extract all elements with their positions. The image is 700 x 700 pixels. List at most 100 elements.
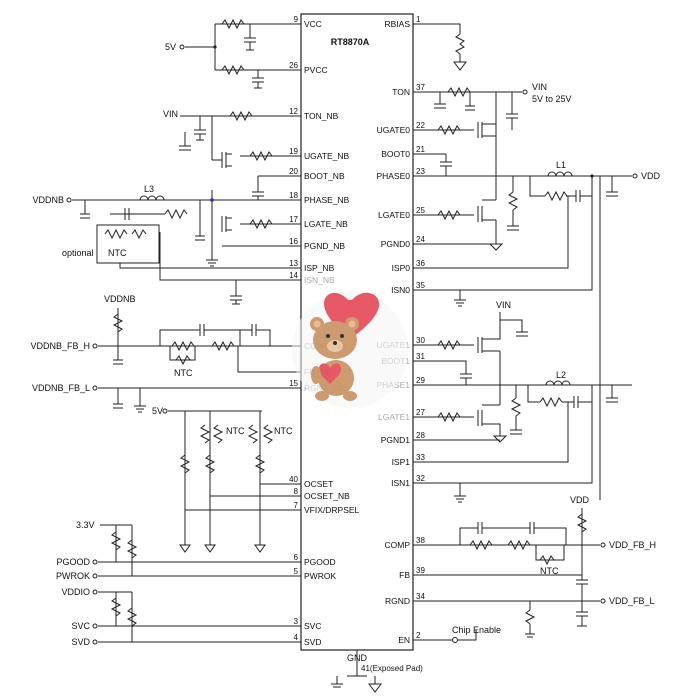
pin-number-rgnd: 34: [416, 592, 425, 601]
pin-number-pwrok: 5: [294, 567, 299, 576]
net-vin-nb: VIN: [163, 109, 178, 119]
pin-number-vfix-drpsel: 7: [294, 501, 299, 510]
pin-number-pgnd-nb: 16: [289, 237, 298, 246]
net-vdd-sense: VDD: [570, 495, 590, 505]
net-vddnb-sense: VDDNB: [104, 294, 136, 304]
net-3v3: 3.3V: [76, 520, 95, 530]
pin-number-ton-nb: 12: [289, 107, 298, 116]
nb-feedback-network: [98, 308, 301, 413]
terminal-5v-top: [179, 44, 185, 50]
net-vin-top: VIN: [532, 82, 547, 92]
pin-label-isn0: ISN0: [391, 285, 410, 295]
ntc-label-nb-fb: NTC: [174, 368, 193, 378]
vddnb-output-network: [72, 190, 301, 267]
pin-number-lgate0: 25: [416, 206, 425, 215]
chip-enable-label: Chip Enable: [452, 625, 501, 635]
terminal-vdd: [632, 173, 638, 179]
optional-ntc-box: [96, 224, 160, 264]
net-vin-range: 5V to 25V: [532, 94, 572, 104]
net-vddnb: VDDNB: [32, 195, 64, 205]
net-pgood: PGOOD: [56, 557, 90, 567]
ntc-label-ocset-nb: NTC: [274, 426, 293, 436]
pin-label-pvcc: PVCC: [304, 65, 328, 75]
pin-label-svd: SVD: [304, 637, 321, 647]
pin-label-pwrok: PWROK: [304, 571, 336, 581]
pin-number-isp0: 36: [416, 259, 425, 268]
pin-label-comp: COMP: [385, 540, 411, 550]
exposed-pad-label: 41(Exposed Pad): [361, 664, 423, 673]
pin-label-isn1: ISN1: [391, 478, 410, 488]
pin-label-isp0: ISP0: [392, 263, 411, 273]
pin-number-en: 2: [416, 631, 421, 640]
net-5v-top: 5V: [165, 42, 176, 52]
pin-label-ugate-nb: UGATE_NB: [304, 151, 350, 161]
terminal-vddnb-fb-l: [92, 385, 98, 391]
pin-label-rbias: RBIAS: [384, 19, 410, 29]
pin-label-lgate1: LGATE1: [378, 412, 410, 422]
pin-label-rgnd: RGND: [385, 596, 410, 606]
pin-number-isn1: 32: [416, 474, 425, 483]
pin-label-pgnd-nb: PGND_NB: [304, 241, 345, 251]
pin-label-isn-nb: ISN_NB: [304, 275, 335, 285]
pin-label-isp-nb: ISP_NB: [304, 263, 335, 273]
net-5v-mid: 5V: [152, 406, 163, 416]
net-vdd-fb-l: VDD_FB_L: [609, 596, 655, 606]
net-pwrok: PWROK: [56, 571, 90, 581]
pin-number-fb: 39: [416, 566, 425, 575]
terminal-vdd-fb-l: [600, 598, 606, 604]
pin-number-ugate-nb: 19: [289, 147, 298, 156]
pin-number-lgate1: 27: [416, 408, 425, 417]
net-vddio: VDDIO: [61, 587, 90, 597]
pin-label-ton-nb: TON_NB: [304, 111, 339, 121]
pin-label-phase0: PHASE0: [376, 171, 410, 181]
pin-label-vfix-drpsel: VFIX/DRPSEL: [304, 505, 360, 515]
pin-label-en: EN: [398, 635, 410, 645]
pin-number-isp-nb: 13: [289, 259, 298, 268]
net-l3: L3: [144, 184, 154, 194]
pin-label-pgnd1: PGND1: [381, 435, 411, 445]
pin-label-pgood: PGOOD: [304, 557, 336, 567]
pin-number-vcc: 9: [294, 15, 299, 24]
terminal-pwrok: [92, 573, 98, 579]
ntc-label-ocset: NTC: [226, 426, 245, 436]
terminal-vddnb-fb-h: [92, 343, 98, 349]
vin-input-network: [413, 86, 522, 160]
terminal-chip-enable: [452, 637, 458, 643]
pin-number-phase-nb: 18: [289, 191, 298, 200]
teddy-bear-watermark: [292, 292, 408, 408]
terminal-vin: [522, 89, 528, 95]
nb-high-side-network: [179, 110, 301, 168]
terminal-svd: [92, 639, 98, 645]
pin-number-isp1: 33: [416, 453, 425, 462]
terminal-vddnb: [66, 197, 72, 203]
net-vin-mid: VIN: [496, 300, 511, 310]
terminal-5v-mid: [162, 408, 168, 414]
ntc-label-optional: NTC: [108, 248, 127, 258]
optional-resistors: [104, 228, 147, 240]
nb-current-sense-lines: [119, 232, 301, 305]
pin-label-isp1: ISP1: [392, 457, 411, 467]
net-vddnb-fb-h: VDDNB_FB_H: [30, 341, 90, 351]
pin-number-ocset: 40: [289, 475, 298, 484]
ground-exposed-pad: [331, 650, 382, 693]
pin-label-ocset: OCSET: [304, 479, 333, 489]
pin-number-isn0: 35: [416, 281, 425, 290]
pin-number-pgnd0: 24: [416, 235, 425, 244]
pin-number-pvcc: 26: [289, 61, 298, 70]
ntc-label-vdd-fb: NTC: [540, 566, 559, 576]
pin-number-rgnd-nb: 15: [289, 379, 298, 388]
pin-label-boot0: BOOT0: [381, 149, 410, 159]
optional-label: optional: [62, 248, 94, 258]
rbias-resistor: [413, 23, 467, 71]
pin-number-boot1: 31: [416, 352, 425, 361]
ocset-divider-network: [168, 410, 301, 553]
pin-number-ocset-nb: 8: [294, 487, 299, 496]
net-vdd-fb-h: VDD_FB_H: [609, 540, 656, 550]
pin-label-lgate0: LGATE0: [378, 210, 410, 220]
pin-label-pgnd0: PGND0: [381, 239, 411, 249]
terminal-svc: [92, 623, 98, 629]
terminal-vddio: [92, 589, 98, 595]
pin-number-ugate1: 30: [416, 336, 425, 345]
pin-label-ocset-nb: OCSET_NB: [304, 491, 350, 501]
